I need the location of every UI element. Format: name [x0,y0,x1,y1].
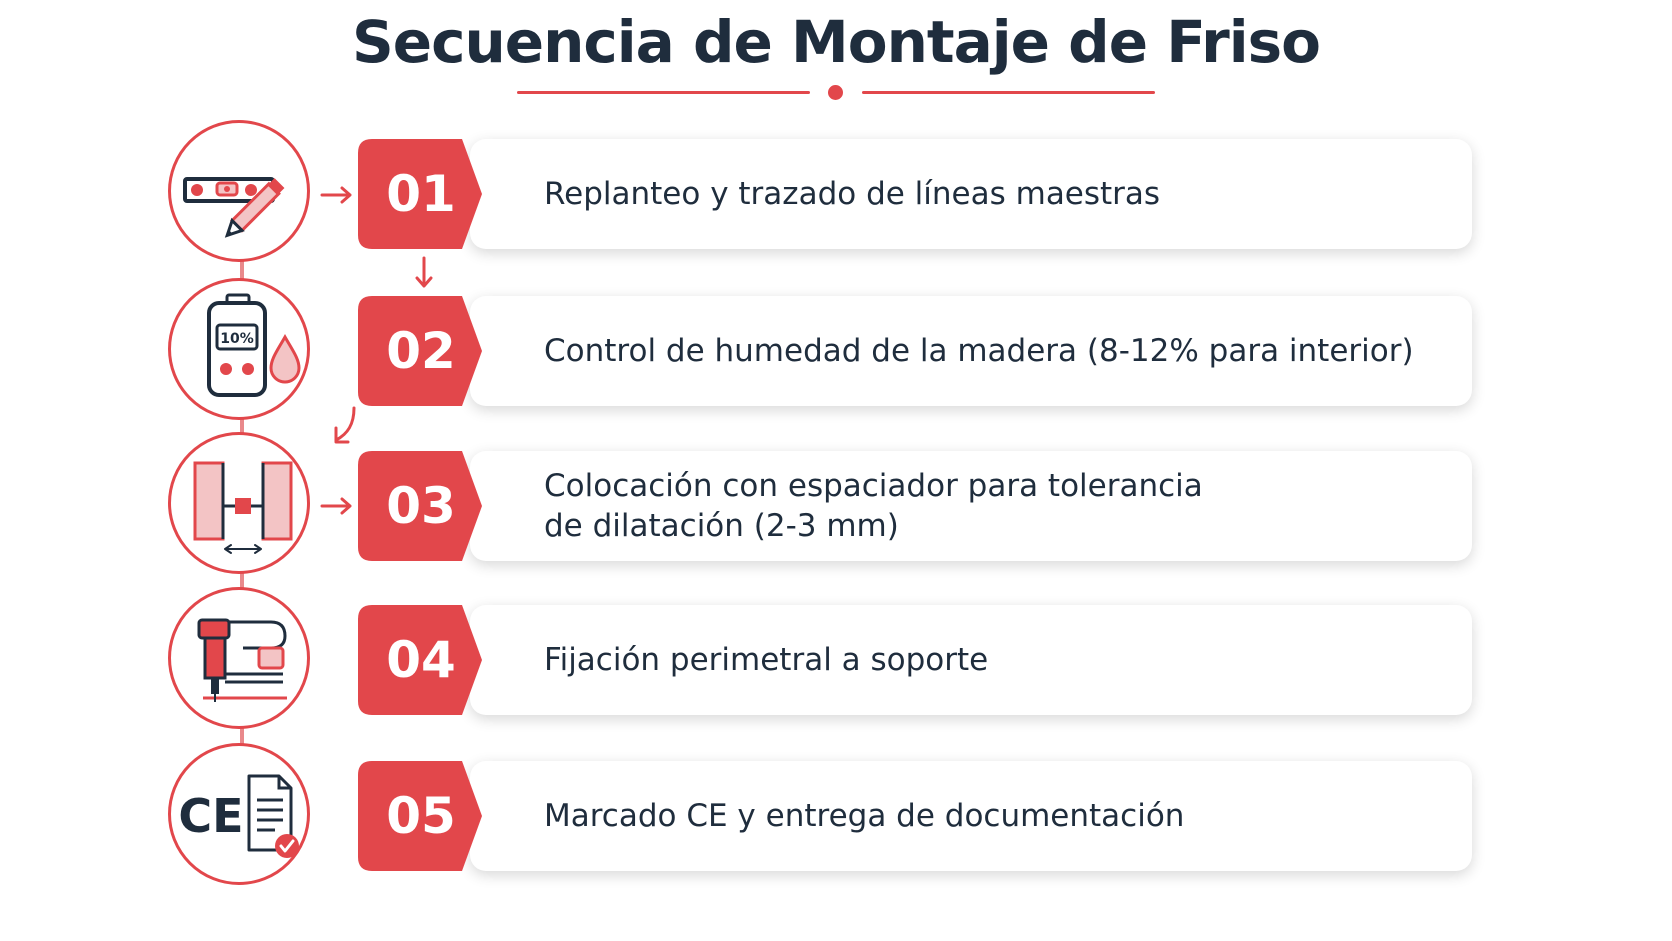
connector-line [240,260,244,284]
moisture-meter-icon: 10% [207,293,301,397]
step-card: Control de humedad de la madera (8-12% p… [470,296,1472,406]
step-2-text: Control de humedad de la madera (8-12% p… [544,333,1414,369]
meter-reading: 10% [220,331,254,347]
step-5-badge: 05 [358,761,492,871]
ce-document-icon: CE [178,774,299,858]
connector-line [240,725,244,749]
spacer-icon [193,461,293,554]
arrow-right-icon [320,497,352,515]
step-5-text: Marcado CE y entrega de documentación [544,798,1185,834]
page-title: Secuencia de Montaje de Friso [352,8,1321,76]
step-2-icon-circle: 10% [168,278,310,420]
step-card: Fijación perimetral a soporte [470,605,1472,715]
arrow-curved-down-icon [334,406,356,444]
nail-gun-icon [197,618,287,702]
connector-line [240,570,244,594]
step-4-number: 04 [386,631,456,689]
step-card: Replanteo y trazado de líneas maestras [470,139,1472,249]
ce-mark: CE [178,789,243,843]
step-3-text: Colocación con espaciador para toleranci… [544,468,1203,544]
step-3-icon-circle [168,432,310,574]
step-5-icon-circle: CE [168,743,310,885]
step-2-number: 02 [386,322,456,380]
step-3-badge: 03 [358,451,492,561]
step-1-text: Replanteo y trazado de líneas maestras [544,176,1161,212]
step-4-text: Fijación perimetral a soporte [544,642,989,678]
step-card: Colocación con espaciador para toleranci… [470,451,1472,561]
step-1-number: 01 [386,165,456,223]
title-underline-right [862,91,1155,94]
step-5-number: 05 [386,787,456,845]
arrow-down-icon [415,256,433,288]
title-underline-dot [828,85,843,100]
arrow-right-icon [320,186,352,204]
step-1-icon-circle [168,120,310,262]
connector-line [240,415,244,439]
step-4-badge: 04 [358,605,492,715]
step-1-badge: 01 [358,139,492,249]
step-2-badge: 02 [358,296,492,406]
level-pencil-icon [183,177,285,238]
step-3-number: 03 [386,477,456,535]
step-4-icon-circle [168,587,310,729]
title-underline-left [517,91,810,94]
step-card: Marcado CE y entrega de documentación [470,761,1472,871]
